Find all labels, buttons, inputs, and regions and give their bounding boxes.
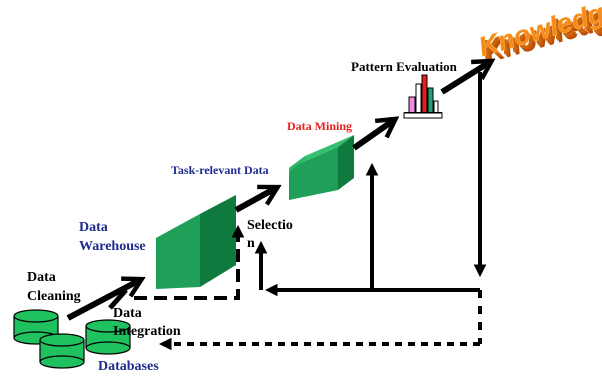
data-warehouse-cube [156,195,236,289]
arrow-mining-to-evaluation [440,62,490,95]
pattern-evaluation-icon [403,74,443,119]
data-mining-cube [289,135,354,200]
arrow-cleaning-to-warehouse [66,280,140,321]
database-cylinder-3 [85,319,131,355]
data-warehouse-label-line2: Warehouse [79,239,146,254]
data-mining-label: Data Mining [287,119,353,133]
data-integration-label-line2: Integration [113,324,181,339]
databases-label: Databases [98,359,159,374]
selection-label-line2: n [247,236,255,251]
arrow-databases-to-cleaning [108,288,128,310]
database-cylinder-2 [39,333,85,369]
pattern-evaluation-label: Pattern Evaluation [351,59,457,74]
selection-label-line1: Selectio [247,218,293,233]
arrow-task-data-to-mining [352,120,394,151]
task-relevant-data-label: Task-relevant Data [171,163,269,177]
knowledge-logo: Knowledge Knowledge Knowledge Knowledge [475,0,602,69]
data-warehouse-label-line1: Data [79,220,108,235]
data-cleaning-label-line1: Data [27,270,56,285]
data-integration-label-line1: Data [113,306,142,321]
arrow-selection-dashed [134,224,245,300]
arrow-warehouse-to-task-data [234,188,276,213]
data-cleaning-label-line2: Cleaning [27,289,81,304]
